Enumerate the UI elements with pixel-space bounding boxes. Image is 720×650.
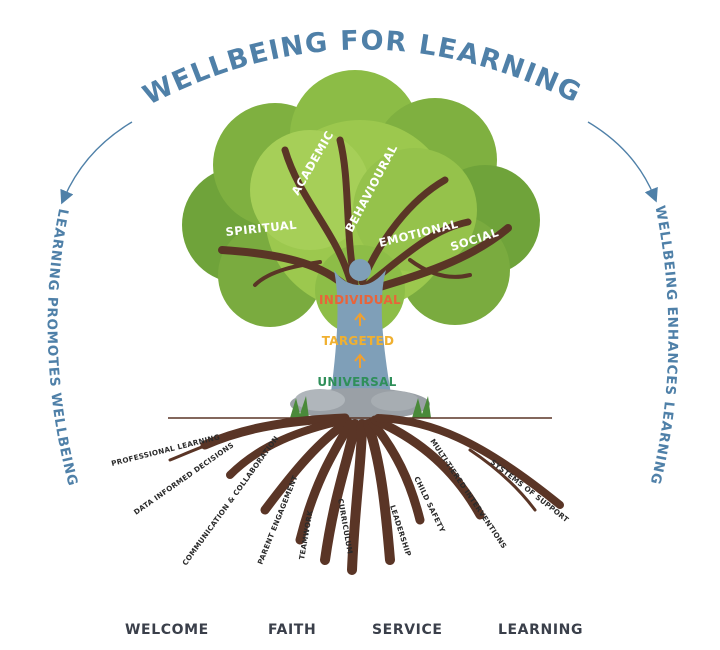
tree-trunk xyxy=(330,270,392,400)
arrow-up-icon xyxy=(354,312,366,326)
root-systems-of-support: SYSTEMS OF SUPPORT xyxy=(489,457,571,524)
tier-targeted: TARGETED xyxy=(322,334,395,348)
support-tiers: INDIVIDUAL TARGETED UNIVERSAL xyxy=(317,293,401,389)
right-arc-text: WELLBEING ENHANCES LEARNING xyxy=(647,204,681,486)
footer-welcome: WELCOME xyxy=(125,622,209,638)
right-cycle-arrow xyxy=(587,121,658,203)
tree-base-rocks xyxy=(290,388,431,420)
footer-service: SERVICE xyxy=(372,622,443,638)
footer-values: WELCOME FAITH SERVICE LEARNING xyxy=(0,622,720,646)
root-multi-tiered-interventions: MULTI-TIERED INTERVENTIONS xyxy=(428,437,508,550)
tier-universal: UNIVERSAL xyxy=(317,375,396,389)
person-figure-head xyxy=(349,259,371,281)
left-arc-text: LEARNING PROMOTES WELLBEING xyxy=(44,207,81,488)
root-labels: PROFESSIONAL LEARNING DATA INFORMED DECI… xyxy=(110,432,570,567)
tree-roots xyxy=(168,413,564,575)
left-cycle-arrow xyxy=(60,121,133,205)
arrow-up-icon xyxy=(354,353,366,368)
tier-individual: INDIVIDUAL xyxy=(319,293,401,307)
footer-learning: LEARNING xyxy=(498,622,584,638)
footer-faith: FAITH xyxy=(268,622,317,638)
